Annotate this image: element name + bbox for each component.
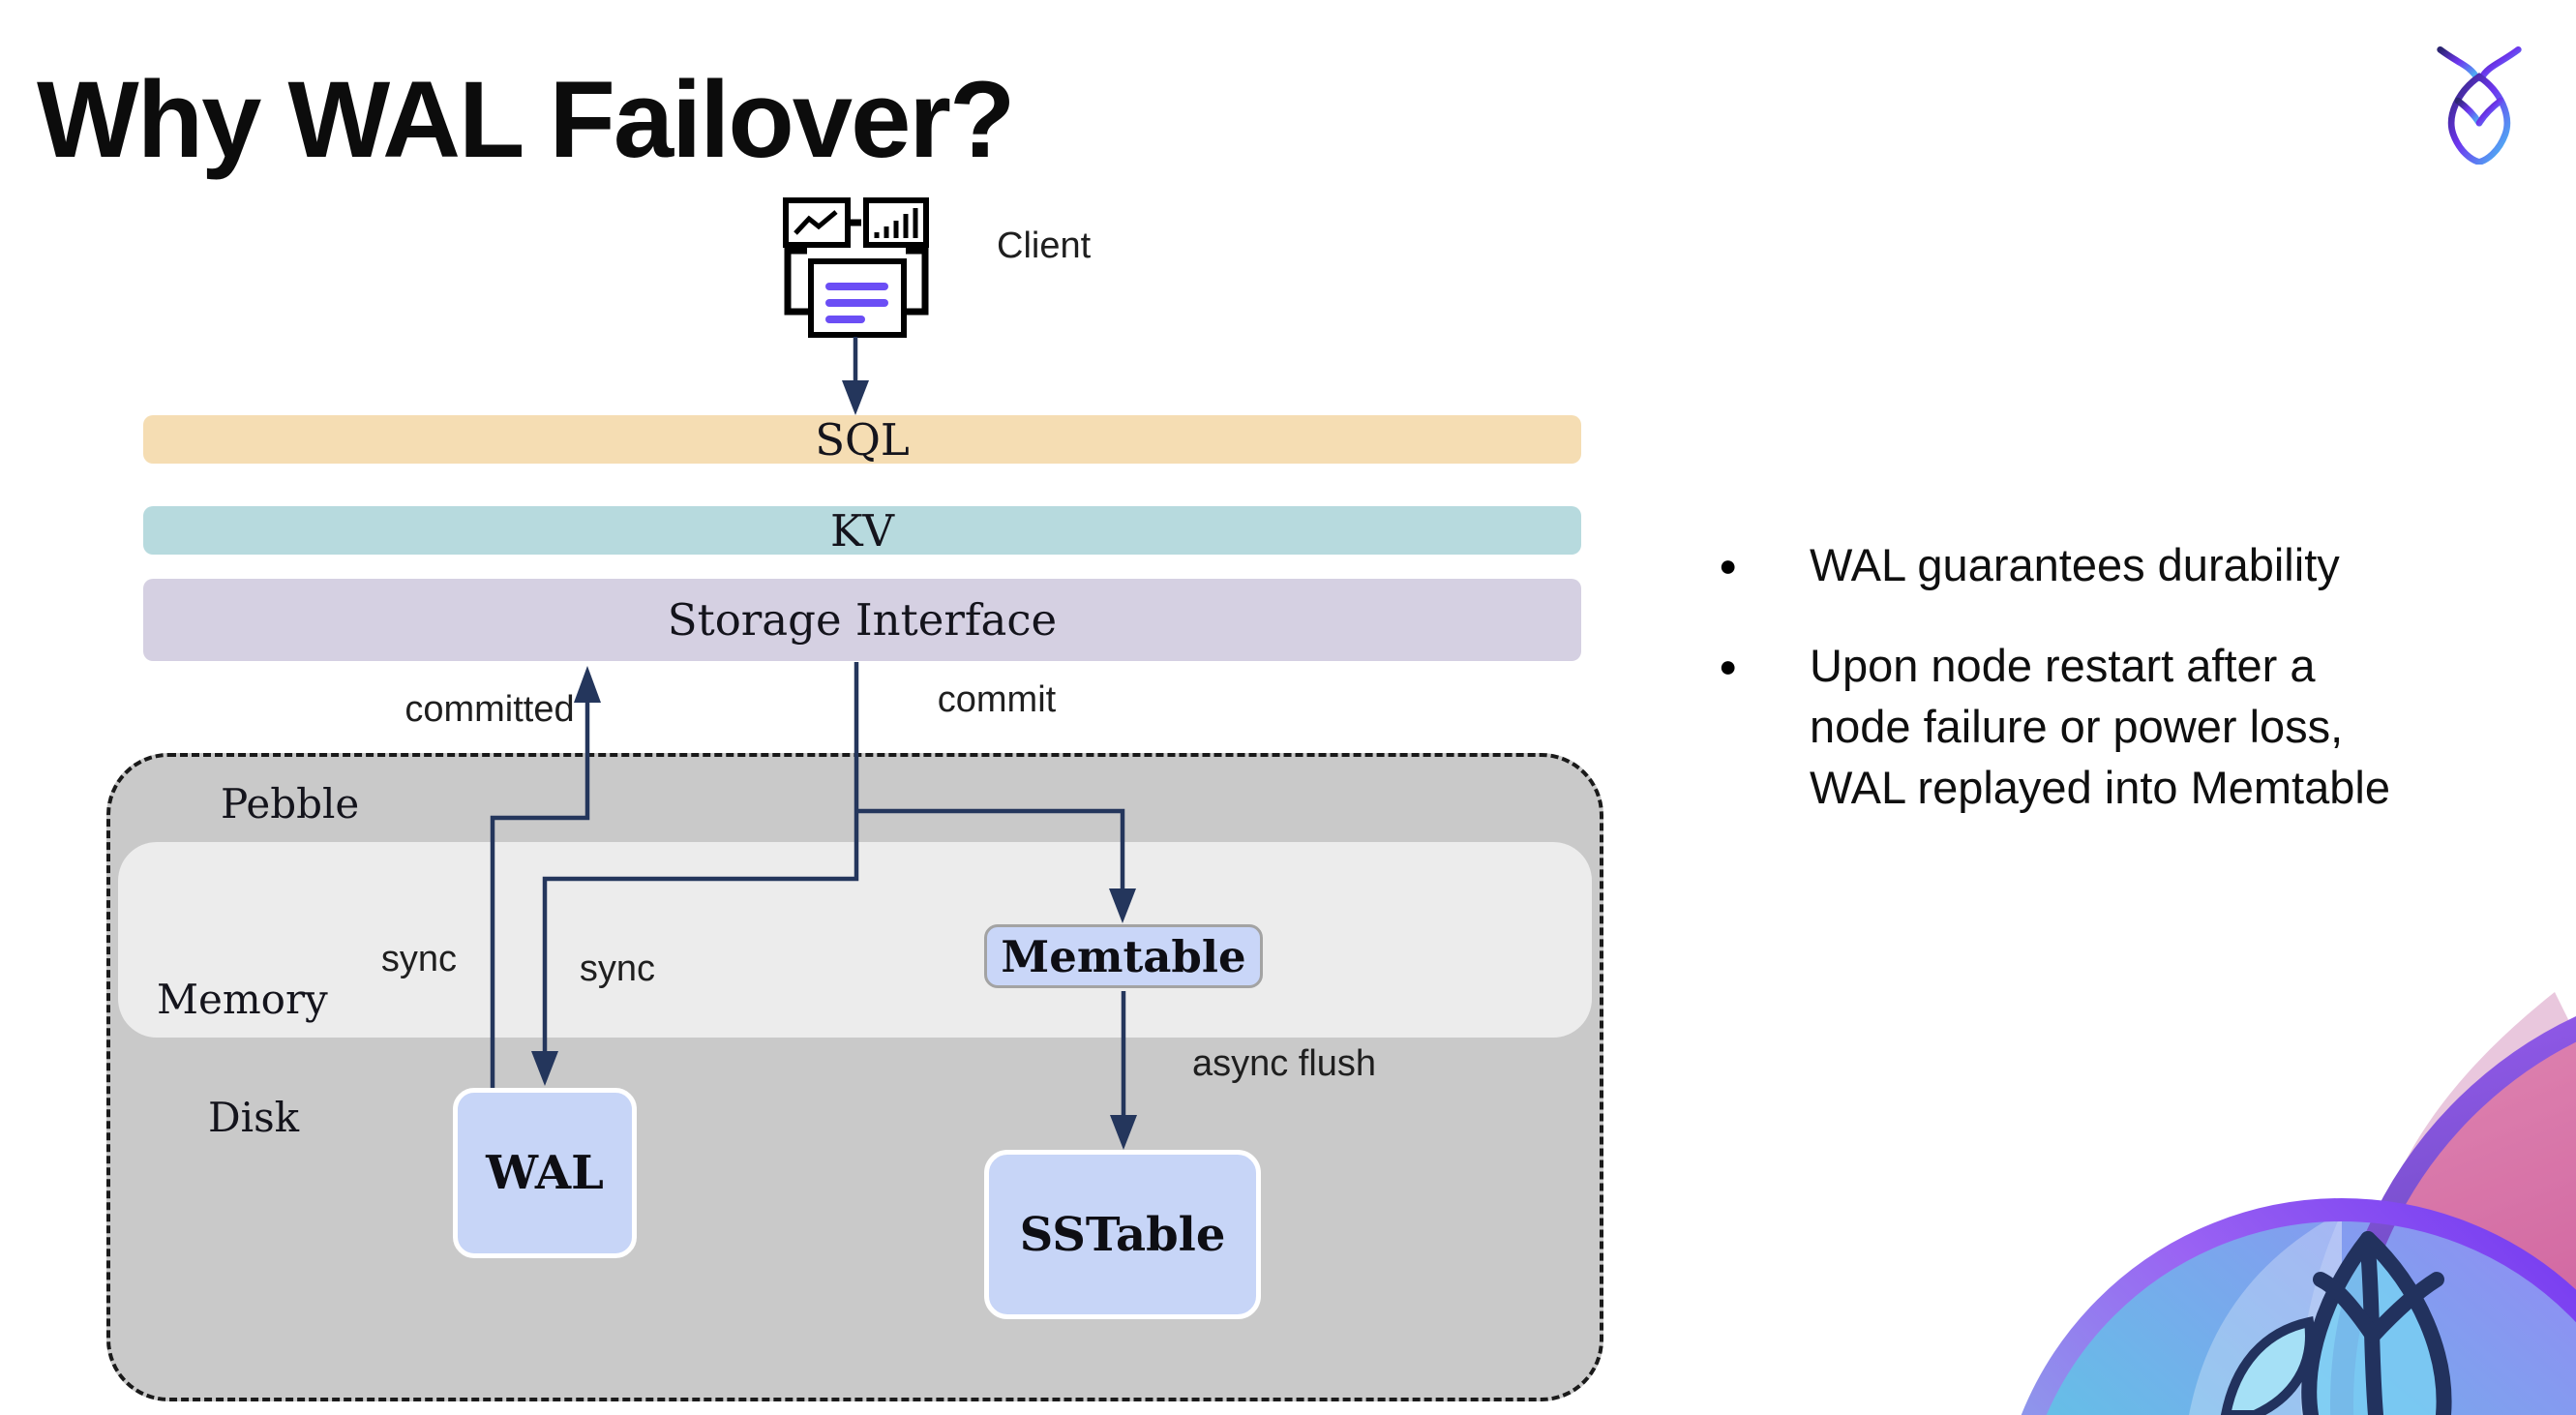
async-flush-edge-label: async flush xyxy=(1191,1043,1377,1084)
bullet-1-line-1: WAL guarantees durability xyxy=(1810,539,2340,590)
bullet-dot-icon: ● xyxy=(1719,648,1738,683)
bullet-list: ● WAL guarantees durability ● Upon node … xyxy=(1682,534,2553,818)
bullet-2-line-1: Upon node restart after a xyxy=(1810,640,2316,691)
client-workstation-icon xyxy=(783,197,929,338)
committed-edge-label: committed xyxy=(404,689,575,730)
cockroachdb-logo-icon xyxy=(2437,45,2522,165)
memtable-node: Memtable xyxy=(984,924,1263,988)
bullet-2-line-2: node failure or power loss, xyxy=(1810,701,2344,752)
sql-layer-label: SQL xyxy=(815,413,910,466)
bullet-dot-icon: ● xyxy=(1719,548,1738,583)
sstable-node-label: SSTable xyxy=(1019,1207,1226,1262)
memtable-node-label: Memtable xyxy=(1001,930,1246,982)
arrowheads xyxy=(531,380,1137,1150)
memory-label: Memory xyxy=(157,976,328,1023)
client-label: Client xyxy=(997,226,1092,266)
brand-corner-art xyxy=(2021,992,2576,1415)
sync-commit-edge-label: sync xyxy=(579,948,656,989)
wal-node: WAL xyxy=(453,1088,637,1258)
sstable-node: SSTable xyxy=(984,1150,1261,1319)
list-item: ● Upon node restart after a node failure… xyxy=(1682,635,2553,818)
bullet-2-line-3: WAL replayed into Memtable xyxy=(1810,762,2390,813)
sql-layer-bar: SQL xyxy=(143,413,1581,466)
list-item: ● WAL guarantees durability xyxy=(1682,534,2553,596)
kv-layer-bar: KV xyxy=(143,504,1581,557)
storage-interface-label: Storage Interface xyxy=(667,594,1058,646)
flow-arrows xyxy=(490,337,1126,1138)
page-title: Why WAL Failover? xyxy=(37,59,1015,180)
wal-node-label: WAL xyxy=(486,1146,604,1200)
commit-edge-label: commit xyxy=(937,679,1057,720)
sync-wal-edge-label: sync xyxy=(380,939,458,979)
kv-layer-label: KV xyxy=(829,504,895,557)
pebble-label: Pebble xyxy=(221,780,360,828)
disk-label: Disk xyxy=(208,1094,300,1141)
storage-interface-layer-bar: Storage Interface xyxy=(143,579,1581,661)
